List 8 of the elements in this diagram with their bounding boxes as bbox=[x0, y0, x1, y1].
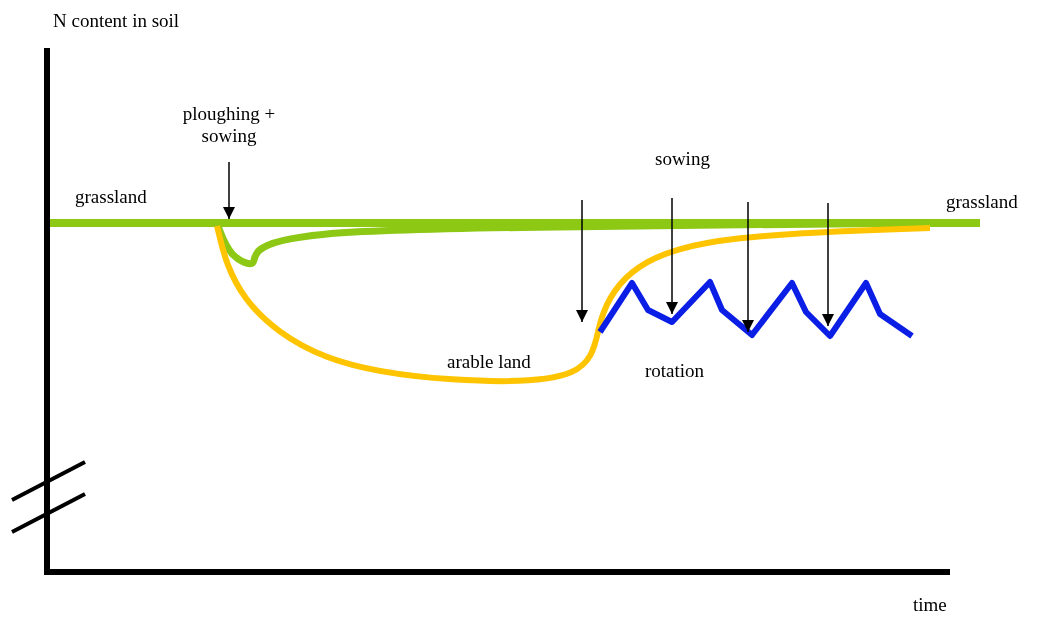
axis-title: time bbox=[913, 594, 947, 616]
axis-title: N content in soil bbox=[53, 10, 180, 32]
event-label: sowing bbox=[655, 148, 710, 170]
event-label: ploughing + sowing bbox=[181, 103, 277, 147]
curve-label: grassland bbox=[946, 191, 1018, 213]
curve-label: arable land bbox=[447, 351, 531, 373]
curve-label: grassland bbox=[75, 186, 147, 208]
curve-label: rotation bbox=[645, 360, 705, 382]
